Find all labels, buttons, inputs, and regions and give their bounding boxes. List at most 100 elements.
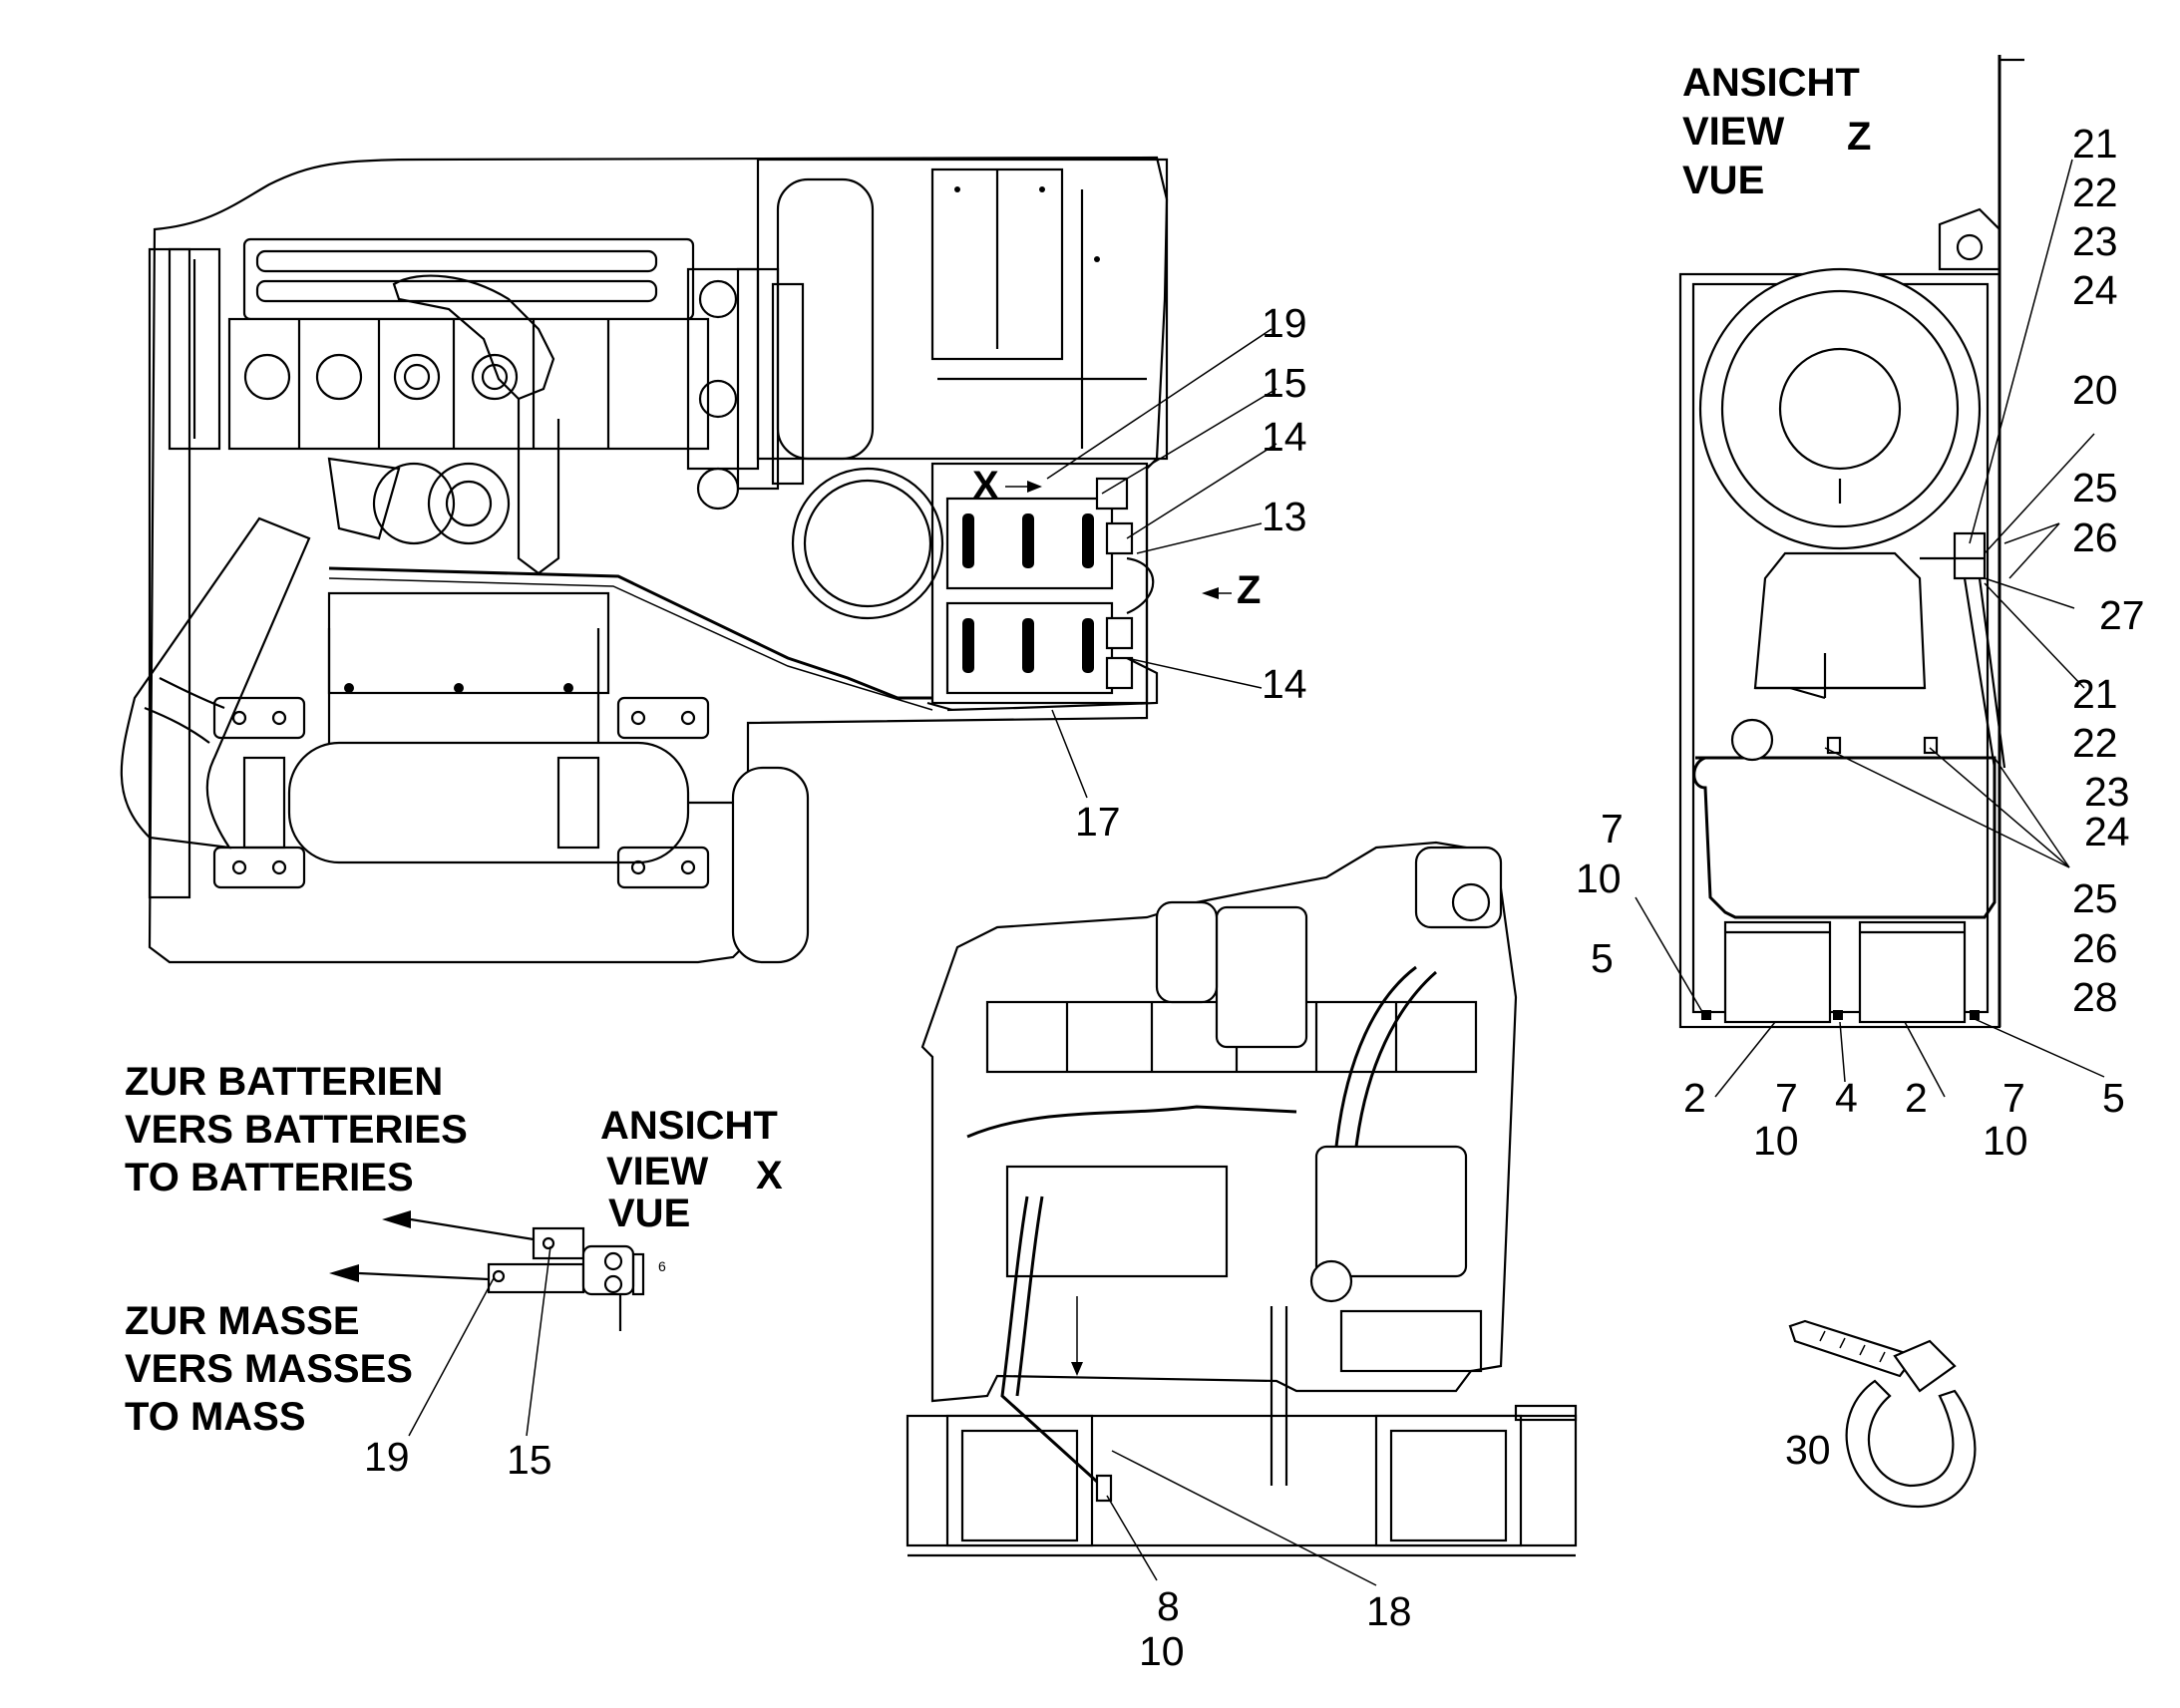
callout-5b: 5 xyxy=(2102,1075,2125,1121)
coolant-hose xyxy=(1334,965,1417,1148)
side-view-leaders xyxy=(1106,1450,1377,1586)
callout-10b: 10 xyxy=(1753,1118,1799,1164)
callout-10c: 10 xyxy=(1983,1118,2028,1164)
callout-2a: 2 xyxy=(1683,1075,1706,1121)
frame-rail-left xyxy=(945,1414,1094,1547)
view-x-line2: VIEW xyxy=(606,1150,708,1194)
callout-22a: 22 xyxy=(2072,170,2118,215)
x-marker: X xyxy=(972,464,999,508)
arrow-to-mass xyxy=(329,1264,359,1282)
turbocharger xyxy=(372,462,456,545)
harness-17 xyxy=(328,566,932,700)
view-x-callouts: 19 15 xyxy=(364,1434,552,1483)
exhaust-stack xyxy=(731,766,810,964)
callout-26a: 26 xyxy=(2072,514,2118,560)
callout-20: 20 xyxy=(2072,367,2118,413)
callout-5a: 5 xyxy=(1591,935,1614,981)
callout-17: 17 xyxy=(1075,799,1121,845)
view-z-title: ANSICHT VIEW VUE Z xyxy=(1682,61,1871,202)
pre-cleaner-left xyxy=(1723,920,1832,1024)
to-batteries-line2: VERS BATTERIES xyxy=(125,1108,468,1152)
engine-block xyxy=(227,317,710,451)
callout-25a: 25 xyxy=(2072,465,2118,511)
to-mass-line2: VERS MASSES xyxy=(125,1347,413,1391)
callout-15-x: 15 xyxy=(507,1437,552,1483)
callout-19-x: 19 xyxy=(364,1434,410,1480)
callout-10a: 10 xyxy=(1576,855,1622,901)
callout-26b: 26 xyxy=(2072,925,2118,971)
pre-cleaner-right xyxy=(1858,920,1967,1024)
tie-loop xyxy=(1845,1379,1977,1509)
muffler xyxy=(287,741,690,864)
callout-7b: 7 xyxy=(1775,1075,1798,1121)
to-batteries-line1: ZUR BATTERIEN xyxy=(125,1060,443,1104)
air-filter-element xyxy=(1698,267,1982,550)
callout-14-top: 14 xyxy=(1262,414,1307,460)
terminal-15 xyxy=(1095,477,1129,511)
view-z-letter: Z xyxy=(1847,115,1871,159)
rear-crossmember xyxy=(327,591,610,695)
to-mass-line1: ZUR MASSE xyxy=(125,1299,360,1343)
callout-14-bot: 14 xyxy=(1262,661,1307,707)
clamp-20 xyxy=(1953,531,1987,580)
tiny-mark: 6 xyxy=(658,1258,666,1274)
alternator xyxy=(1414,846,1503,929)
ground-bolt-8 xyxy=(1095,1474,1113,1503)
to-mass-text: ZUR MASSE VERS MASSES TO MASS xyxy=(125,1299,413,1439)
ground-cable-18 xyxy=(1000,1196,1109,1493)
callout-28: 28 xyxy=(2072,974,2118,1020)
callout-8: 8 xyxy=(1157,1583,1180,1629)
view-z-line1: ANSICHT xyxy=(1682,61,1860,105)
view-x-line3: VUE xyxy=(608,1192,690,1235)
view-z-leaders xyxy=(1635,159,2105,1098)
callout-7c: 7 xyxy=(2002,1075,2025,1121)
callout-27: 27 xyxy=(2099,592,2145,638)
cable-loop xyxy=(1692,756,1997,919)
callout-24a: 24 xyxy=(2072,267,2118,313)
wall-bracket xyxy=(1938,207,2001,271)
view-x-title: ANSICHT VIEW VUE X xyxy=(600,1104,783,1235)
connector-block xyxy=(581,1244,635,1296)
view-z-line2: VIEW xyxy=(1682,110,1784,154)
view-x-line1: ANSICHT xyxy=(600,1104,778,1148)
fan-housing xyxy=(168,247,221,451)
turbo-side xyxy=(1215,905,1308,1049)
top-view-leaders xyxy=(1046,328,1277,799)
terminal-14-bot xyxy=(1105,616,1134,650)
callout-24b: 24 xyxy=(2084,809,2130,854)
top-view-callouts: 19 15 14 13 14 17 xyxy=(1075,300,1307,845)
callout-19-top: 19 xyxy=(1262,300,1307,346)
exhaust-manifold xyxy=(392,274,555,401)
tie-strap xyxy=(1788,1319,1917,1378)
engine-side-view xyxy=(906,841,1578,1557)
callout-13: 13 xyxy=(1262,494,1307,539)
view-z-callouts: 21 22 23 24 20 25 26 27 21 22 23 24 25 2… xyxy=(1576,121,2145,1164)
callout-23b: 23 xyxy=(2084,769,2130,815)
arrow-to-batteries xyxy=(382,1210,411,1228)
callout-10-bot: 10 xyxy=(1139,1628,1185,1674)
view-x-letter: X xyxy=(756,1154,783,1197)
callout-21a: 21 xyxy=(2072,121,2118,167)
compartment-outline xyxy=(148,156,1169,964)
callout-15-top: 15 xyxy=(1262,360,1307,406)
filter-outlet xyxy=(1753,551,1927,690)
callout-18: 18 xyxy=(1366,1588,1412,1634)
starter xyxy=(1314,1145,1468,1278)
callout-2b: 2 xyxy=(1905,1075,1928,1121)
view-z-line3: VUE xyxy=(1682,159,1764,202)
cable-lug-15 xyxy=(532,1226,585,1260)
view-z-drawing xyxy=(1678,55,2024,1029)
cylinder-heads xyxy=(243,319,610,449)
callout-7a: 7 xyxy=(1601,806,1624,852)
to-mass-line3: TO MASS xyxy=(125,1395,306,1439)
frame-floor xyxy=(906,1414,1578,1547)
callout-30: 30 xyxy=(1785,1427,1831,1473)
callout-21b: 21 xyxy=(2072,671,2118,717)
callout-23a: 23 xyxy=(2072,218,2118,264)
engine-top-view xyxy=(120,156,1169,964)
view-markers: X Z xyxy=(972,464,1261,612)
cable-lug-19 xyxy=(487,1262,585,1294)
side-view-callouts: 18 8 10 xyxy=(1139,1583,1412,1674)
to-batteries-line3: TO BATTERIES xyxy=(125,1156,414,1199)
air-cleaner xyxy=(791,467,944,620)
